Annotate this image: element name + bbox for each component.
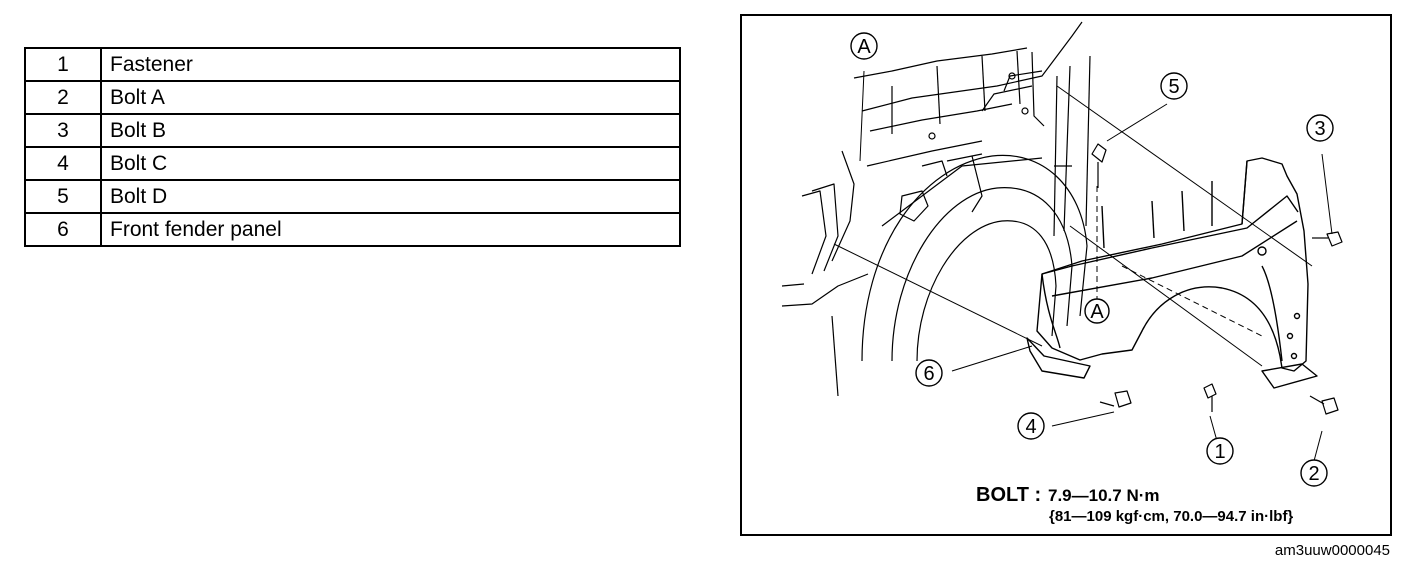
table-row: 1 Fastener: [24, 47, 681, 82]
leader-lines: [833, 70, 1333, 462]
callout-a-top: A: [850, 32, 878, 60]
bolt-a-icon: [1309, 395, 1339, 415]
svg-text:A: A: [1090, 301, 1104, 323]
bolt-c-icon: [1099, 390, 1132, 408]
table-row: 6 Front fender panel: [24, 212, 681, 247]
part-number: 2: [24, 80, 102, 115]
part-number: 1: [24, 47, 102, 82]
part-name: Fastener: [100, 47, 681, 82]
svg-text:2: 2: [1308, 463, 1319, 485]
callout-4: 4: [1017, 412, 1045, 440]
bolt-torque-conversions: {81—109 kgf·cm, 70.0—94.7 in·lbf}: [1049, 508, 1294, 525]
part-number: 3: [24, 113, 102, 148]
parts-table: 1 Fastener 2 Bolt A 3 Bolt B 4 Bolt C 5 …: [24, 47, 681, 247]
body-structure: [781, 21, 1091, 397]
part-name: Bolt C: [100, 146, 681, 181]
part-number: 6: [24, 212, 102, 247]
bolt-spec-label: BOLT :: [976, 484, 1042, 506]
svg-text:5: 5: [1168, 76, 1179, 98]
callout-3: 3: [1306, 114, 1334, 142]
callout-1: 1: [1206, 437, 1234, 465]
fender-diagram: A 5 3 A 6 4 1: [740, 14, 1392, 536]
svg-text:A: A: [857, 36, 871, 58]
table-row: 2 Bolt A: [24, 80, 681, 115]
part-number: 5: [24, 179, 102, 214]
part-number: 4: [24, 146, 102, 181]
svg-text:4: 4: [1025, 416, 1036, 438]
table-row: 5 Bolt D: [24, 179, 681, 214]
diagram-drawing: A 5 3 A 6 4 1: [781, 21, 1343, 487]
callout-5: 5: [1160, 72, 1188, 100]
wheelhouse: [861, 154, 1088, 362]
callout-a-mid: A: [1084, 298, 1110, 324]
bolt-torque-value: 7.9—10.7 N·m: [1048, 486, 1160, 505]
part-name: Bolt A: [100, 80, 681, 115]
part-name: Front fender panel: [100, 212, 681, 247]
svg-text:1: 1: [1214, 441, 1225, 463]
figure-code: am3uuw0000045: [1274, 542, 1390, 559]
table-row: 4 Bolt C: [24, 146, 681, 181]
part-name: Bolt B: [100, 113, 681, 148]
bolt-d-icon: [1091, 143, 1107, 188]
callout-2: 2: [1300, 459, 1328, 487]
part-name: Bolt D: [100, 179, 681, 214]
svg-text:3: 3: [1314, 118, 1325, 140]
callout-6: 6: [915, 359, 943, 387]
svg-text:6: 6: [923, 363, 934, 385]
front-fender-outline: [1026, 157, 1318, 389]
bolt-b-icon: [1312, 231, 1343, 247]
fastener-icon: [1203, 383, 1217, 412]
table-row: 3 Bolt B: [24, 113, 681, 148]
